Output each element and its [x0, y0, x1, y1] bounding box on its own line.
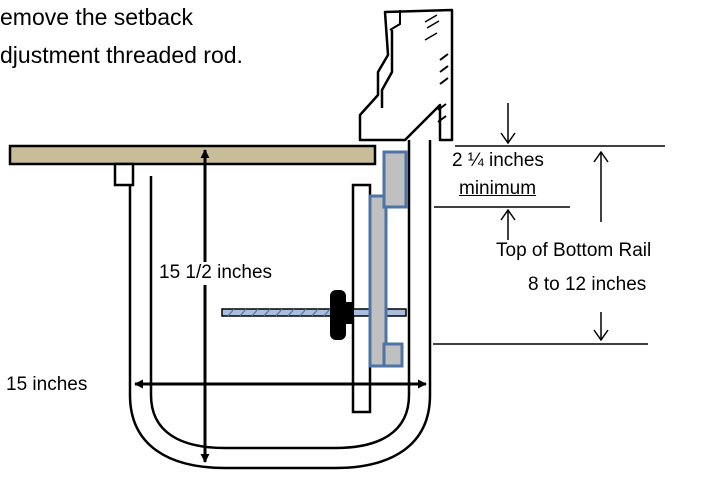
- setback-bracket: [368, 150, 408, 368]
- width-label: 15 inches: [6, 374, 88, 395]
- instruction-line-2: djustment threaded rod.: [0, 42, 243, 68]
- rail-title-label: Top of Bottom Rail: [496, 240, 652, 261]
- reference-lines: [433, 145, 665, 345]
- hook-square: [113, 162, 135, 187]
- adjustment-knob: [330, 290, 354, 340]
- setback-amount-label: 2 ¼ inches: [452, 150, 544, 171]
- chair-mount-block: [358, 8, 454, 142]
- depth-label: 15 1/2 inches: [157, 262, 275, 285]
- instruction-line-1: emove the setback: [0, 4, 194, 30]
- shelf-board: [8, 144, 377, 166]
- u-bracket: [128, 140, 432, 470]
- setback-minimum-label: minimum: [459, 178, 537, 199]
- threaded-rod: [221, 308, 407, 317]
- rail-range-label: 8 to 12 inches: [528, 274, 647, 295]
- rail-arrows: [593, 150, 609, 342]
- setback-arrows: [500, 103, 516, 240]
- mount-plate: [351, 183, 372, 414]
